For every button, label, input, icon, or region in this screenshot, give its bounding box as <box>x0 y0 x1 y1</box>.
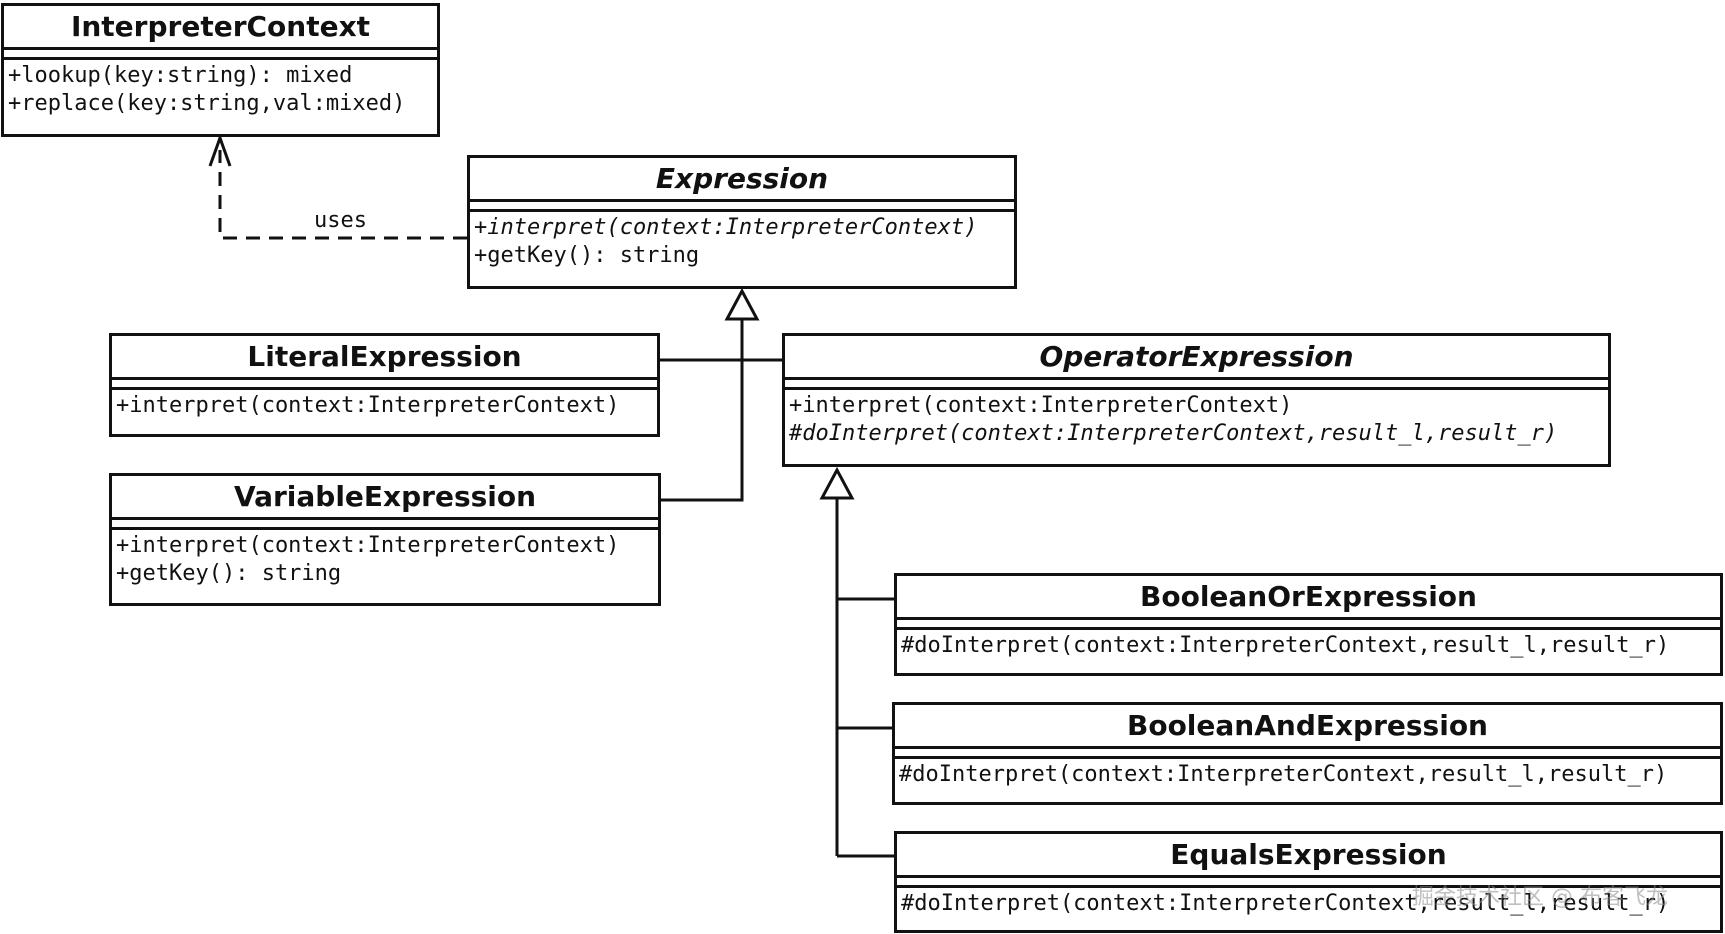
class-name: InterpreterContext <box>4 6 437 50</box>
class-name: Expression <box>470 158 1014 202</box>
uses-dependency-arrowhead <box>208 133 232 167</box>
class-name: LiteralExpression <box>112 336 657 380</box>
class-operations-section: +interpret(context:InterpreterContext) +… <box>112 530 658 590</box>
class-literal-expression: LiteralExpression +interpret(context:Int… <box>109 333 660 437</box>
uses-label: uses <box>314 208 367 233</box>
class-operations-section: #doInterpret(context:InterpreterContext,… <box>897 630 1720 662</box>
class-boolean-or-expression: BooleanOrExpression #doInterpret(context… <box>894 573 1723 676</box>
class-name: OperatorExpression <box>785 336 1608 380</box>
class-interpreter-context: InterpreterContext +lookup(key:string): … <box>1 3 440 137</box>
operation: #doInterpret(context:InterpreterContext,… <box>901 633 1670 658</box>
operation: +getKey(): string <box>474 243 700 268</box>
class-boolean-and-expression: BooleanAndExpression #doInterpret(contex… <box>892 702 1723 805</box>
class-attributes-section <box>897 878 1720 888</box>
operation: +interpret(context:InterpreterContext) <box>116 393 620 418</box>
class-attributes-section <box>785 380 1608 390</box>
class-operations-section: +interpret(context:InterpreterContext) +… <box>470 212 1014 272</box>
class-operations-section: #doInterpret(context:InterpreterContext,… <box>895 759 1720 791</box>
expression-inheritance-triangle <box>724 287 760 321</box>
class-attributes-section <box>470 202 1014 212</box>
operation: +interpret(context:InterpreterContext) <box>116 533 620 558</box>
operator-inheritance-triangle <box>819 466 855 500</box>
class-variable-expression: VariableExpression +interpret(context:In… <box>109 473 661 606</box>
class-attributes-section <box>4 50 437 60</box>
class-attributes-section <box>897 620 1720 630</box>
class-operator-expression: OperatorExpression +interpret(context:In… <box>782 333 1611 467</box>
class-name: VariableExpression <box>112 476 658 520</box>
operation: +interpret(context:InterpreterContext) <box>789 393 1293 418</box>
class-operations-section: +interpret(context:InterpreterContext) <box>112 390 657 422</box>
uses-dependency-line <box>218 150 467 240</box>
class-name: EqualsExpression <box>897 834 1720 878</box>
class-attributes-section <box>112 520 658 530</box>
operation: +getKey(): string <box>116 561 342 586</box>
class-operations-section: +lookup(key:string): mixed +replace(key:… <box>4 60 437 120</box>
operation: #doInterpret(context:InterpreterContext,… <box>789 421 1558 446</box>
class-attributes-section <box>895 749 1720 759</box>
operation: +interpret(context:InterpreterContext) <box>474 215 978 240</box>
operation: +lookup(key:string): mixed <box>8 63 353 88</box>
variable-to-expression-line <box>660 318 744 502</box>
class-operations-section: +interpret(context:InterpreterContext) #… <box>785 390 1608 450</box>
class-operations-section: #doInterpret(context:InterpreterContext,… <box>897 888 1720 920</box>
class-equals-expression: EqualsExpression #doInterpret(context:In… <box>894 831 1723 933</box>
class-expression: Expression +interpret(context:Interprete… <box>467 155 1017 289</box>
class-name: BooleanOrExpression <box>897 576 1720 620</box>
class-name: BooleanAndExpression <box>895 705 1720 749</box>
operation: +replace(key:string,val:mixed) <box>8 91 406 116</box>
class-attributes-section <box>112 380 657 390</box>
operation: #doInterpret(context:InterpreterContext,… <box>899 762 1668 787</box>
site-watermark: 掘金技术社区 @ 布客飞龙 <box>1412 885 1668 910</box>
operation: #doInterpret(context:InterpreterContext,… <box>901 891 1670 916</box>
